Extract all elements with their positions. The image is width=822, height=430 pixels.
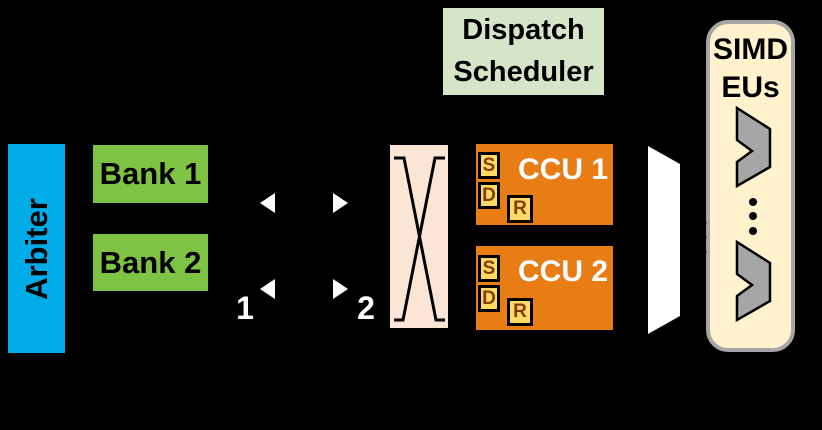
crossbar-x-icon	[394, 156, 445, 322]
right-arrowhead-icon-top	[333, 193, 348, 213]
dispatch-scheduler-box: Dispatch Scheduler	[440, 5, 607, 98]
eu-icon-1	[735, 105, 772, 189]
simd-eus-graphics	[735, 105, 772, 323]
ccu-1-box: S D R CCU 1	[476, 144, 613, 225]
port-2-label: 2	[357, 290, 375, 326]
simd-eus-box: SIMD EUs	[706, 20, 795, 352]
ccu-1-r-block: R	[507, 195, 533, 223]
ccu-2-box: S D R CCU 2	[476, 246, 613, 330]
bank-2-label: Bank 2	[99, 244, 202, 280]
arbiter-label: Arbiter	[18, 197, 54, 300]
ccu-1-d-block: D	[478, 182, 500, 209]
left-arrowhead-icon-top	[260, 193, 275, 213]
port-1-label: 1	[236, 290, 254, 326]
bank-1-box: Bank 1	[93, 145, 208, 203]
dispatch-scheduler-label-line1: Dispatch	[462, 14, 585, 47]
ccu-1-label: CCU 1	[517, 153, 608, 186]
simd-eus-label: SIMD EUs	[710, 31, 791, 106]
ccu-1-s-block: S	[478, 152, 500, 179]
dispatch-scheduler-label-line2: Scheduler	[453, 55, 594, 88]
eu-ellipsis-dots-icon	[749, 198, 757, 235]
left-arrowhead-icon-bottom	[260, 279, 275, 299]
simd-eus-label-line1: SIMD	[713, 33, 788, 66]
ccu-2-label: CCU 2	[517, 255, 608, 288]
right-arrowhead-icon-bottom	[333, 279, 348, 299]
bank-1-label: Bank 1	[99, 156, 202, 191]
simd-eus-label-line2: EUs	[721, 70, 780, 104]
ccu-2-d-block: D	[478, 285, 500, 312]
bank-2-box: Bank 2	[93, 234, 208, 291]
mux-funnel-shape	[648, 146, 680, 334]
ccu-2-r-block: R	[507, 298, 533, 326]
eu-icon-2	[735, 239, 772, 323]
arbiter-box: Arbiter	[8, 144, 65, 353]
ccu-2-s-block: S	[478, 255, 500, 282]
crossbar-box	[388, 143, 450, 330]
